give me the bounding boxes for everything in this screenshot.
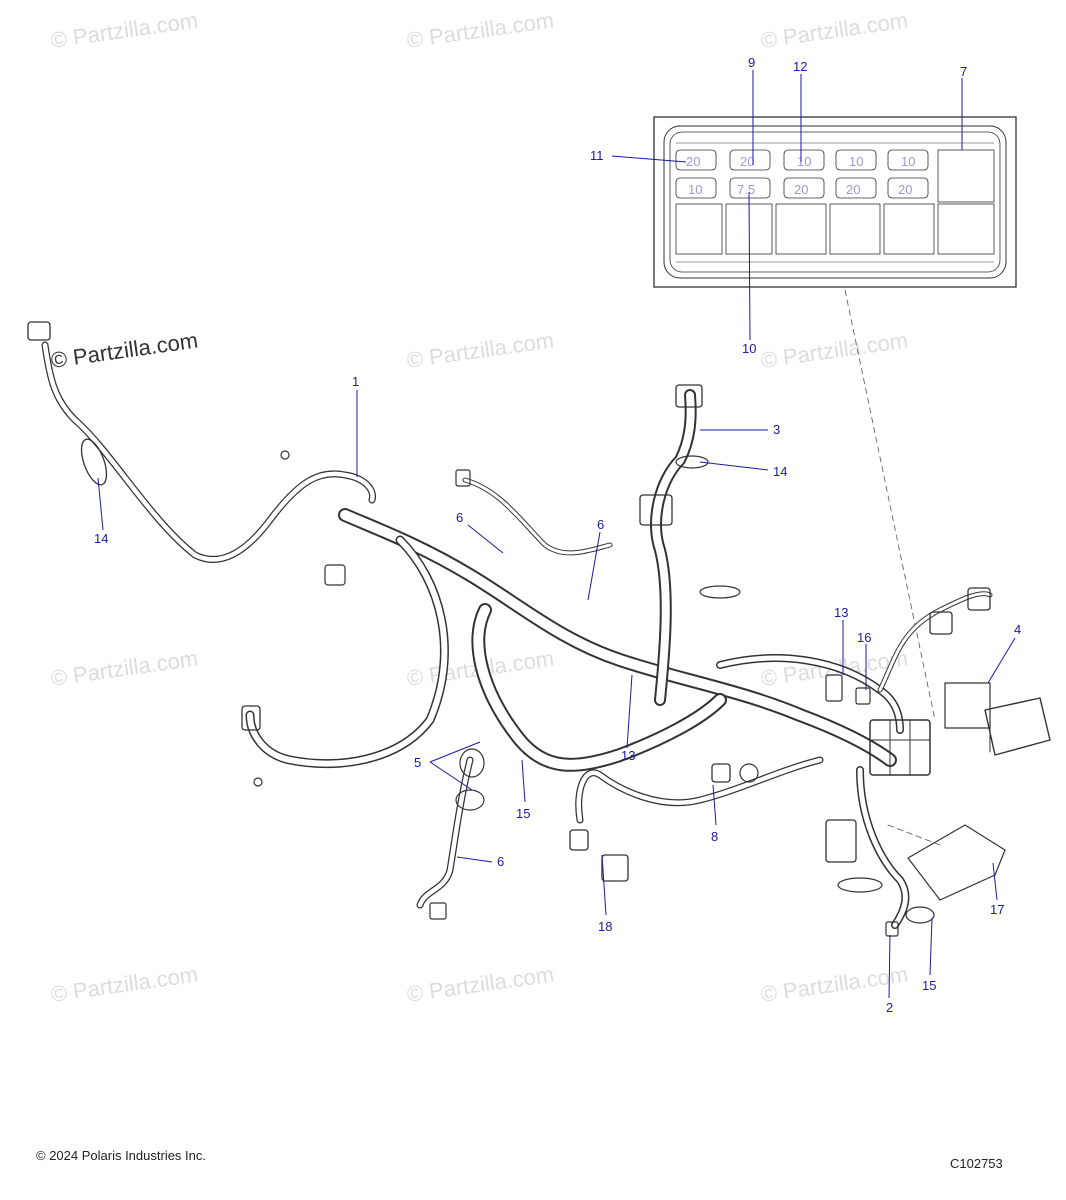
- watermark: © Partzilla.com: [49, 646, 199, 691]
- fuse-rating: 10: [849, 154, 863, 169]
- callout-16: 16: [857, 630, 871, 645]
- fuse-rating: 20: [846, 182, 860, 197]
- callout-2: 2: [886, 1000, 893, 1015]
- bracket-17: [907, 824, 1006, 901]
- callout-18: 18: [598, 919, 612, 934]
- fuse-rating: 20: [794, 182, 808, 197]
- connector: [27, 321, 51, 341]
- watermark: © Partzilla.com: [405, 328, 555, 373]
- fuse-rating: 20: [898, 182, 912, 197]
- callout-11: 11: [590, 148, 604, 163]
- watermarks: © Partzilla.com © Partzilla.com © Partzi…: [49, 8, 909, 1007]
- watermark: © Partzilla.com: [405, 8, 555, 53]
- connector: [241, 705, 261, 731]
- connector: [429, 902, 447, 920]
- fuse-ratings: 20 20 10 10 10 10 7.5 20 20 20: [686, 154, 915, 197]
- fuse-box-detail: [653, 116, 1017, 288]
- callout-9: 9: [748, 55, 755, 70]
- callout-4: 4: [1014, 622, 1021, 637]
- callout-15: 15: [516, 806, 530, 821]
- diagram-id: C102753: [950, 1156, 1003, 1171]
- callout-13: 13: [834, 605, 848, 620]
- fuse-rating: 10: [688, 182, 702, 197]
- callout-10: 10: [742, 341, 756, 356]
- connector: [601, 854, 629, 882]
- fuse-rating: 7.5: [737, 182, 755, 197]
- connector: [711, 763, 731, 783]
- connector: [929, 611, 953, 635]
- watermark: © Partzilla.com: [49, 962, 199, 1007]
- fuse-rating: 20: [686, 154, 700, 169]
- callouts: 1 2 3 4 5 6 6 6 7 8 9 10 11 12 13 13 14 …: [94, 55, 1021, 1015]
- wire-harness: [27, 321, 1051, 937]
- connector: [675, 384, 703, 408]
- connector: [455, 469, 471, 487]
- callout-1: 1: [352, 374, 359, 389]
- projection-line: [844, 289, 936, 721]
- callout-5: 5: [414, 755, 421, 770]
- module-4: [944, 682, 991, 729]
- callout-14: 14: [94, 531, 108, 546]
- callout-15: 15: [922, 978, 936, 993]
- connector: [569, 829, 589, 851]
- watermark: © Partzilla.com: [405, 962, 555, 1007]
- leader-lines: [97, 70, 1016, 999]
- callout-6: 6: [456, 510, 463, 525]
- fuse-rating: 20: [740, 154, 754, 169]
- callout-13: 13: [621, 748, 635, 763]
- watermark: © Partzilla.com: [759, 8, 909, 53]
- connector: [967, 587, 991, 611]
- fuse-block: [869, 719, 931, 776]
- fuse-rating: 10: [797, 154, 811, 169]
- watermark: © Partzilla.com: [49, 8, 199, 53]
- watermark: © Partzilla.com: [49, 328, 199, 373]
- watermark: © Partzilla.com: [759, 328, 909, 373]
- fuse-rating: 10: [901, 154, 915, 169]
- callout-3: 3: [773, 422, 780, 437]
- callout-7: 7: [960, 64, 967, 79]
- connector: [885, 921, 899, 937]
- callout-6: 6: [497, 854, 504, 869]
- callout-6: 6: [597, 517, 604, 532]
- callout-8: 8: [711, 829, 718, 844]
- connector: [639, 494, 673, 526]
- callout-12: 12: [793, 59, 807, 74]
- connector: [324, 564, 346, 586]
- copyright-notice: © 2024 Polaris Industries Inc.: [36, 1148, 206, 1163]
- callout-14: 14: [773, 464, 787, 479]
- callout-17: 17: [990, 902, 1004, 917]
